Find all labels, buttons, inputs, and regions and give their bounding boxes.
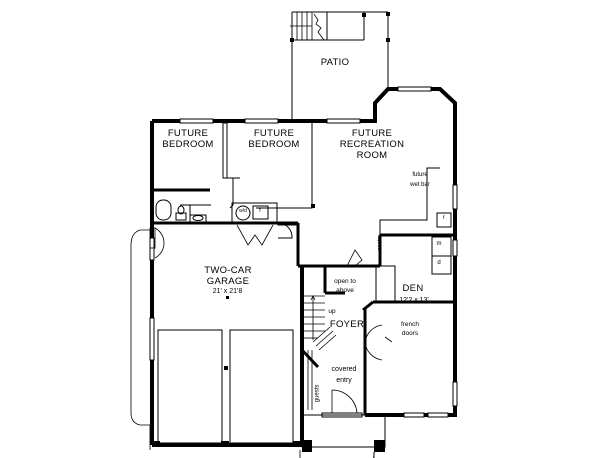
garage-doors (157, 329, 294, 444)
den-dimensions: 12'2 x 13' (399, 297, 429, 304)
room-label-bedroom-1: FUTURE BEDROOM (162, 128, 214, 150)
stairs-up-note: up (328, 308, 336, 315)
interior-stairs (302, 295, 337, 410)
coats-closet-label: coats (377, 236, 384, 251)
column-marker (311, 204, 315, 208)
closet-bifold (236, 224, 274, 246)
doors (331, 249, 393, 414)
wet-bar-note: future wet bar (410, 172, 430, 188)
dishwasher-label: d (437, 260, 441, 266)
room-label-patio: PATIO (320, 57, 350, 68)
room-label-bedroom-2: FUTURE BEDROOM (248, 128, 300, 150)
garage-dimensions: 21' x 21'8 (212, 288, 243, 295)
room-label-garage: TWO-CAR GARAGE (204, 265, 252, 287)
patio-posts (290, 12, 390, 42)
furnace-label: f (259, 208, 261, 214)
patio-stairs (290, 12, 325, 41)
microwave-label: m (436, 241, 442, 247)
open-to-above-note: open to above (334, 278, 356, 294)
washer-label: w/d (239, 208, 247, 214)
utility-room (231, 202, 299, 239)
covered-entry-outline (301, 414, 386, 448)
room-label-recreation: FUTURE RECREATION ROOM (339, 128, 405, 161)
driveway-lines (130, 229, 375, 458)
fridge-label: r (443, 215, 445, 221)
appliances (375, 212, 452, 303)
guests-closet-label: guests (314, 384, 321, 403)
entry-posts (302, 440, 385, 452)
bath-fixtures (155, 199, 207, 223)
garage-side-door (149, 227, 165, 259)
room-label-foyer: FOYER (329, 319, 365, 330)
room-label-covered-entry: covered entry (331, 366, 357, 384)
room-label-den: DEN (402, 283, 424, 294)
garage-posts (152, 296, 302, 446)
french-doors-note: french doors (400, 321, 420, 337)
